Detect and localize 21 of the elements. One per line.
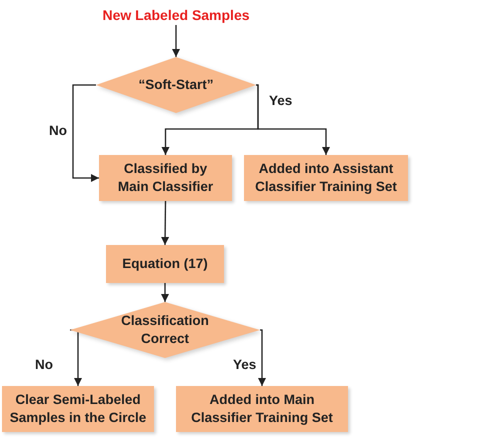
node-text: Clear Semi-Labeled Samples in the Circle [8,391,148,427]
node-text: Classified by Main Classifier [116,160,214,196]
process-box [2,386,154,432]
process-box [106,245,224,283]
arrow [172,25,180,57]
arrow [256,84,330,155]
arrow [161,201,170,245]
arrow [72,84,99,182]
decision-diamond [70,302,260,358]
decision-diamond [96,57,256,113]
arrow [258,329,266,386]
node-text: Added into Assistant Classifier Training Set [254,160,398,196]
node-text: Equation (17) [122,255,208,273]
process-box [99,155,232,201]
node-text: Added into Main Classifier Training Set [190,391,334,427]
process-box [244,155,408,201]
node-text: “Soft-Start” [138,76,214,94]
node-text: Classification Correct [120,312,210,348]
start-label: New Labeled Samples [102,6,250,24]
process-box [176,386,348,432]
arrow [161,283,169,302]
